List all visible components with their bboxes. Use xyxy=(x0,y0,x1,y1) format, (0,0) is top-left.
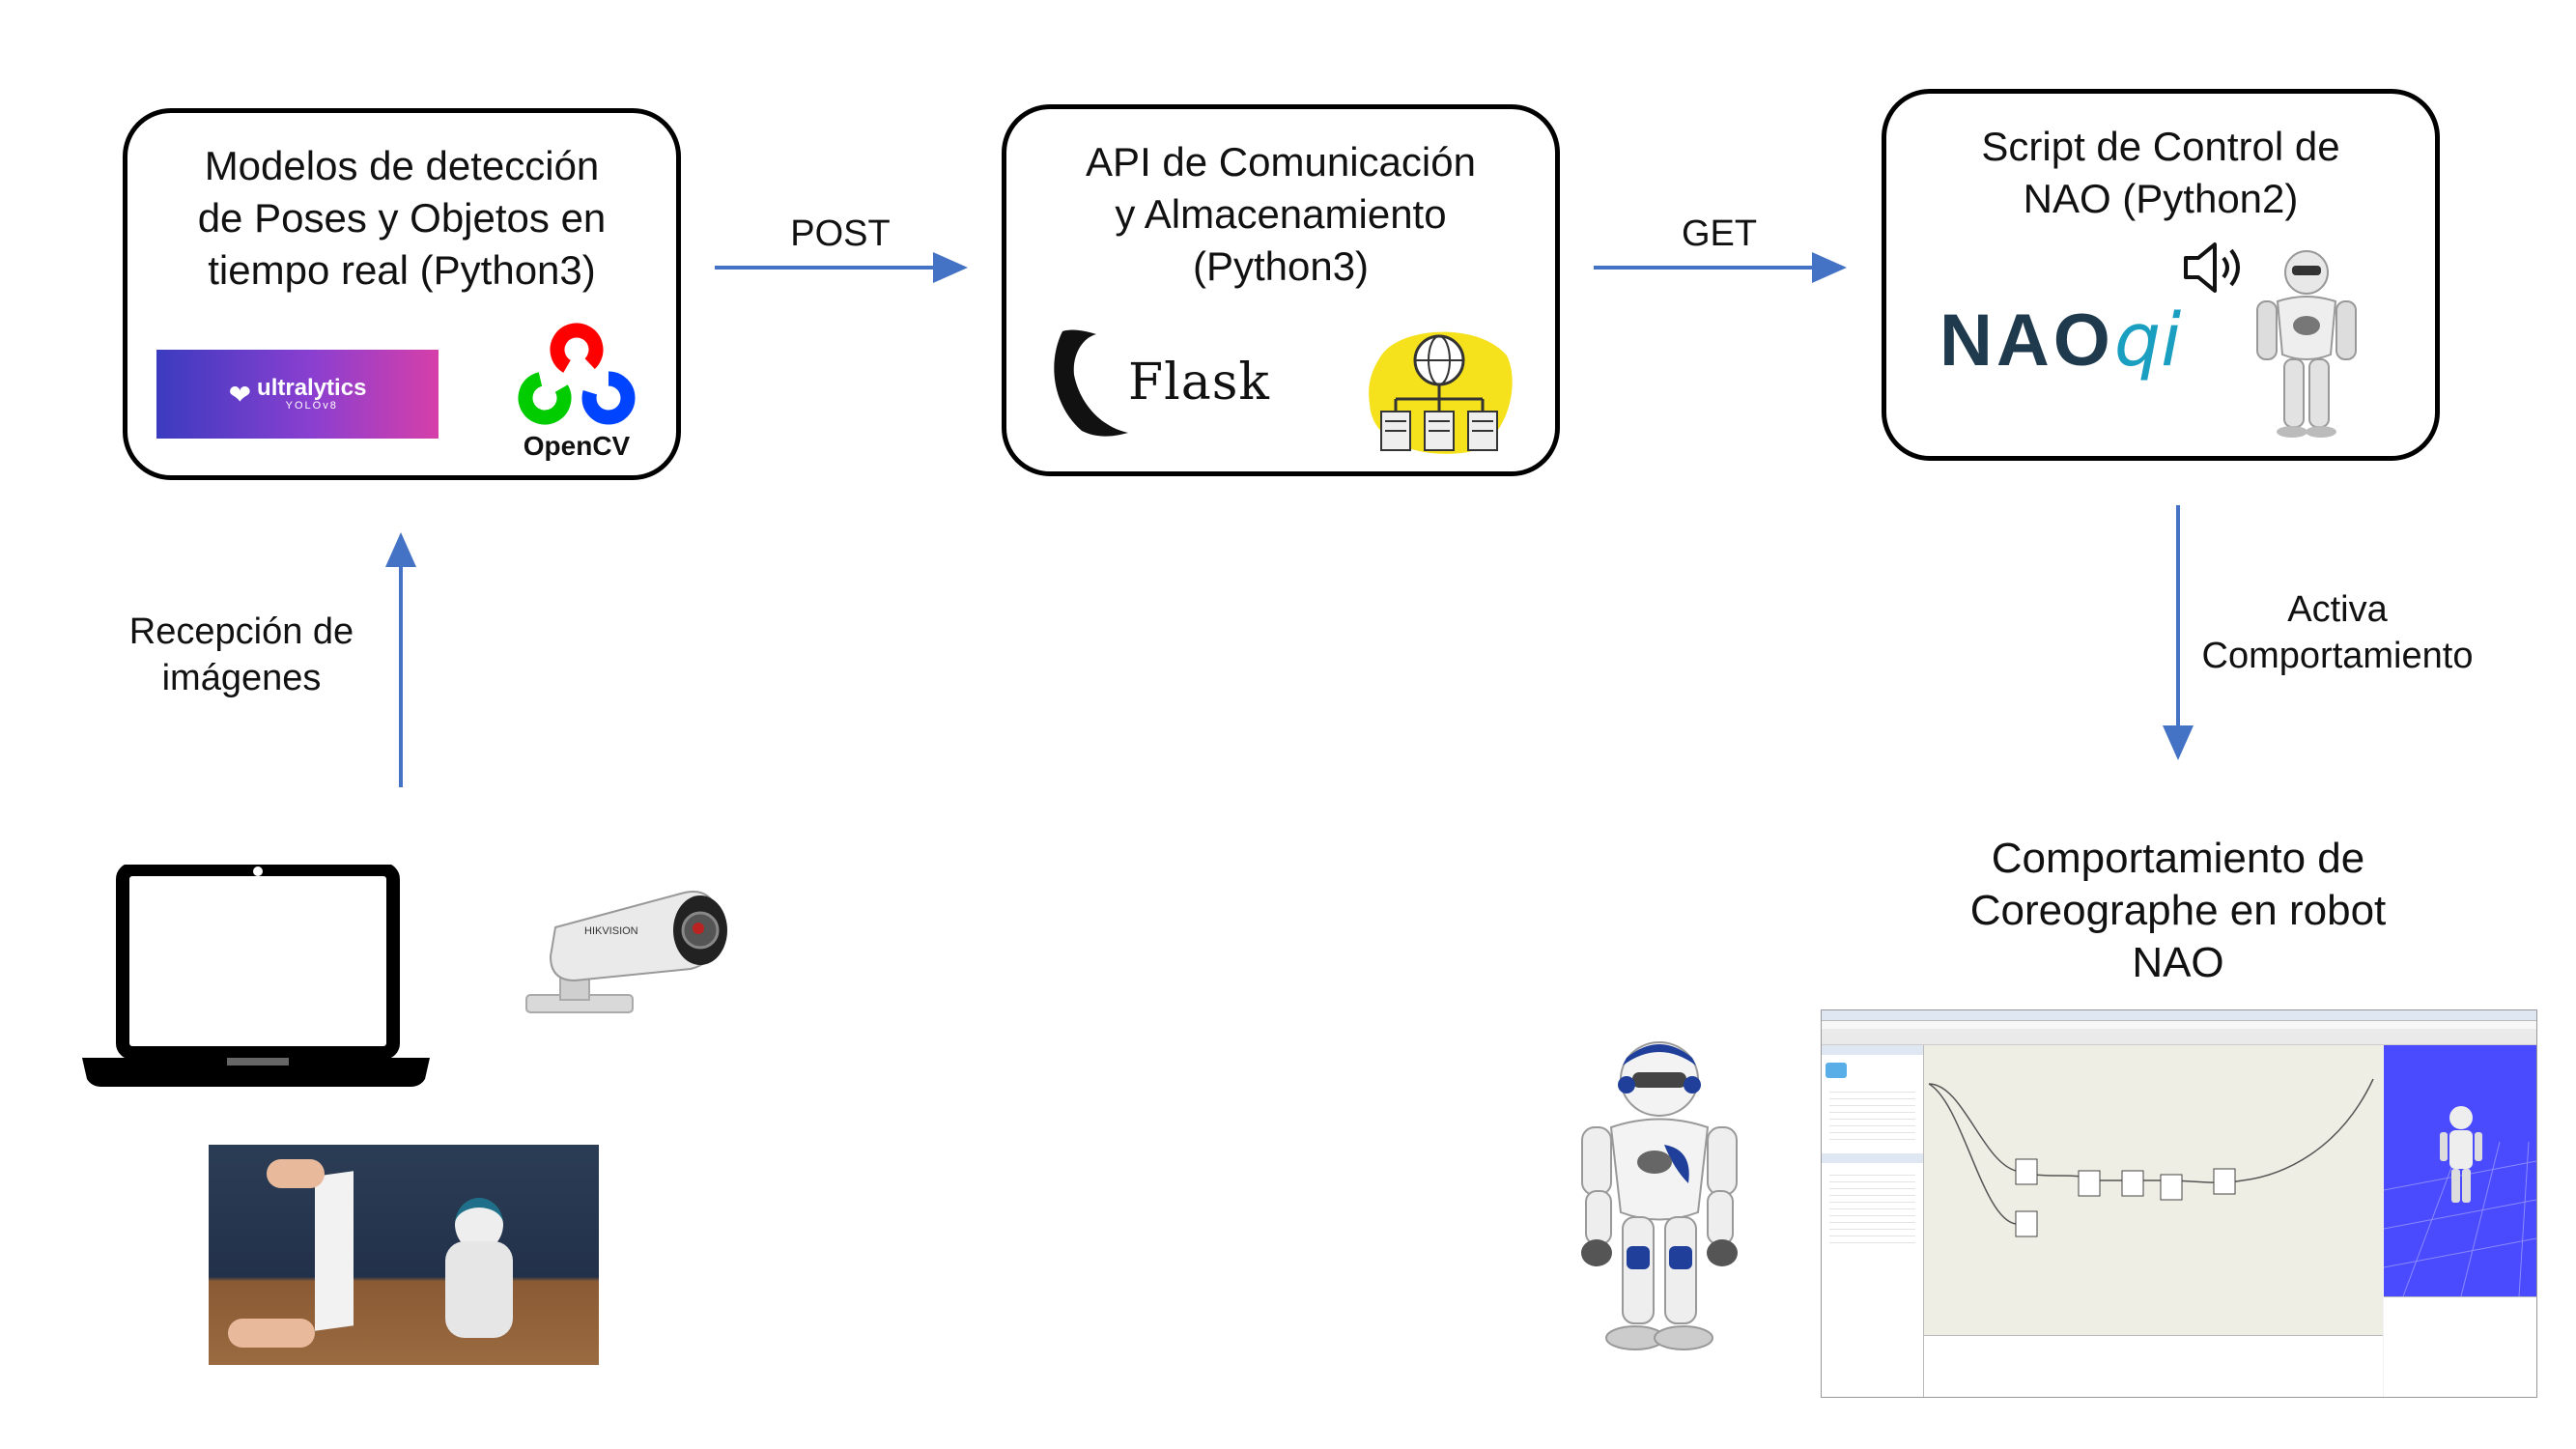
photo-person-with-nao xyxy=(209,1145,599,1365)
security-camera-icon: HIKVISION xyxy=(525,891,727,1013)
photo-hand xyxy=(267,1159,325,1188)
opencv-logo: OpenCV xyxy=(514,321,639,466)
nao-robot-large-icon xyxy=(1581,1041,1738,1350)
choregraphe-robot-view xyxy=(2383,1045,2536,1297)
script-box-title: Script de Control de NAO (Python2) xyxy=(1981,124,2340,221)
api-box: API de Comunicación y Almacenamiento (Py… xyxy=(1002,104,1560,476)
photo-nao-body xyxy=(445,1241,513,1338)
ultralytics-mark-icon: ❤ xyxy=(228,379,252,410)
flask-logo: Flask xyxy=(1043,327,1269,442)
opencv-rings-icon xyxy=(518,323,636,425)
naoqi-logo: NAOqi xyxy=(1939,297,2182,383)
choregraphe-flow-canvas xyxy=(1924,1045,2383,1335)
ultralytics-logo: ❤ ultralytics YOLOv8 xyxy=(156,350,439,439)
detection-box-title: Modelos de detección de Poses y Objetos … xyxy=(197,143,607,293)
choregraphe-toolbar xyxy=(1822,1029,2536,1045)
speaker-icon xyxy=(2184,242,2240,293)
choregraphe-titlebar xyxy=(1822,1010,2536,1021)
flask-horn-icon xyxy=(1054,329,1128,437)
detection-models-box: Modelos de detección de Poses y Objetos … xyxy=(123,108,681,480)
database-icon xyxy=(1362,327,1516,457)
activate-label: Activa Comportamiento xyxy=(2201,589,2474,676)
choregraphe-screenshot xyxy=(1821,1009,2537,1398)
nao-robot-icon xyxy=(2256,250,2357,438)
nao-script-box: Script de Control de NAO (Python2) NAOqi xyxy=(1882,89,2440,461)
photo-hand-2 xyxy=(228,1319,315,1348)
choregraphe-left-panel xyxy=(1822,1045,1924,1397)
get-label: GET xyxy=(1681,213,1758,254)
post-label: POST xyxy=(790,213,891,254)
behavior-title: Comportamiento de Coreographe en robot N… xyxy=(1969,835,2387,986)
choregraphe-menubar xyxy=(1822,1021,2536,1029)
laptop-icon xyxy=(82,865,430,1087)
api-box-title: API de Comunicación y Almacenamiento (Py… xyxy=(1086,139,1476,289)
reception-label: Recepción de imágenes xyxy=(128,611,354,698)
camera-brand-text: HIKVISION xyxy=(584,925,638,937)
choregraphe-apps-panel xyxy=(2384,1296,2536,1397)
choregraphe-log-panel xyxy=(1924,1335,2383,1397)
photo-board xyxy=(315,1171,354,1331)
